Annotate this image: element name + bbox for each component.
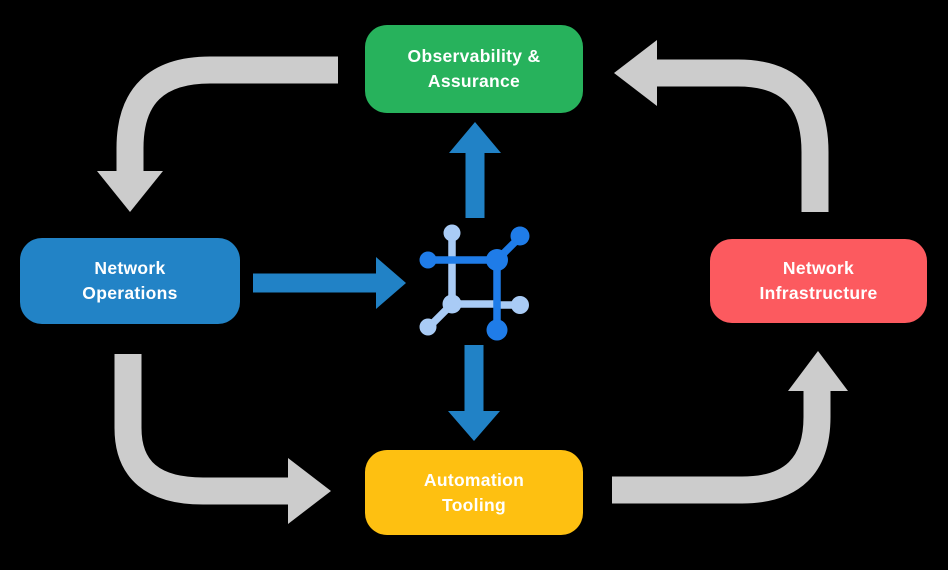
node-label-line: Observability & (407, 46, 541, 66)
arrow-center-to-automation (448, 345, 500, 441)
arrow-infrastructure-to-observability (614, 40, 829, 212)
arrow-operations-to-automation (114, 354, 331, 524)
node-network-infrastructure: Network Infrastructure (710, 239, 927, 323)
arrow-observability-to-operations (97, 56, 338, 212)
node-label-line: Assurance (427, 71, 521, 91)
node-network-operations: Network Operations (20, 238, 240, 324)
node-label-line: Infrastructure (759, 283, 878, 303)
arrow-operations-to-center (253, 257, 406, 309)
arrow-center-to-observability (449, 122, 501, 218)
node-label-line: Network (94, 258, 166, 278)
network-mesh-icon (419, 224, 530, 341)
node-automation-tooling: Automation Tooling (365, 450, 583, 535)
node-label-line: Tooling (442, 494, 506, 515)
node-label-line: Network (782, 258, 855, 278)
node-observability-assurance: Observability & Assurance (365, 25, 583, 113)
node-label-line: Automation (423, 469, 525, 490)
arrow-automation-to-infrastructure (612, 351, 848, 504)
node-label-line: Operations (82, 283, 178, 303)
